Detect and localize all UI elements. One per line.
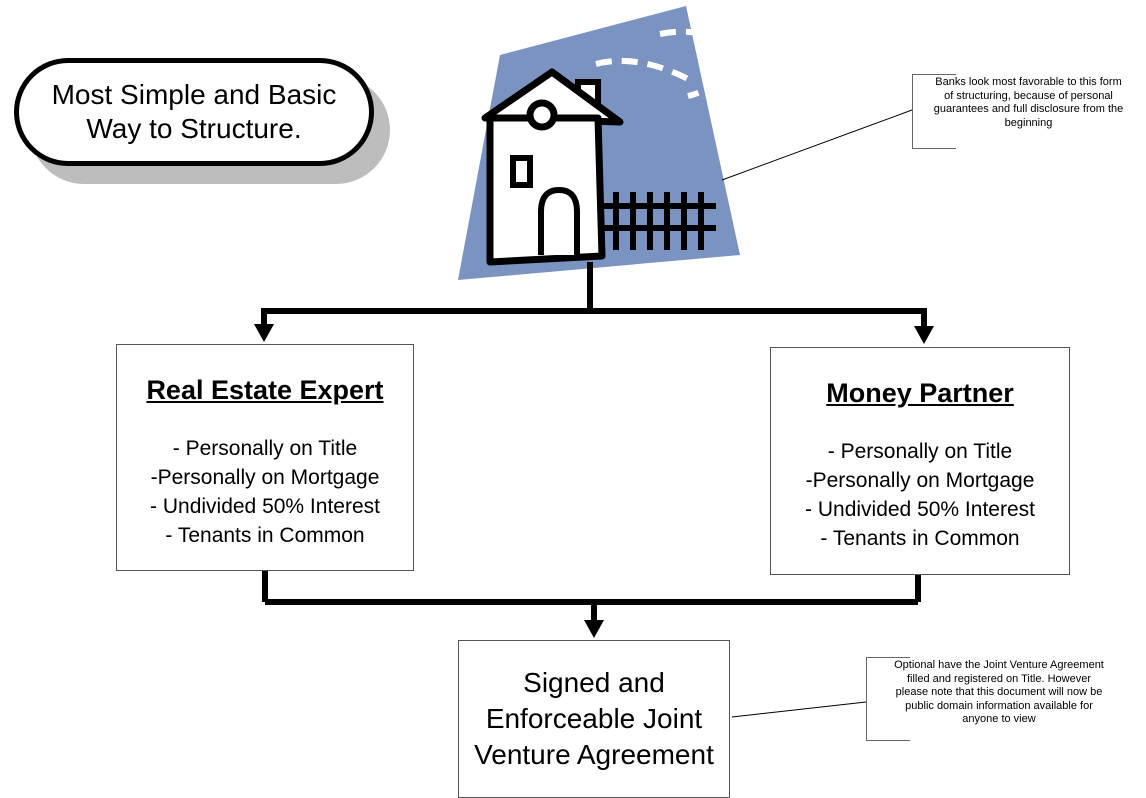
optional-note-bracket — [866, 657, 910, 741]
expert-item-tenants: - Tenants in Common — [165, 524, 365, 547]
expert-item-title: - Personally on Title — [172, 437, 358, 460]
house-icon — [458, 6, 740, 280]
agreement-line-2: Enforceable Joint — [485, 703, 703, 734]
money-item-title: - Personally on Title — [827, 440, 1013, 463]
bank-note: Banks look most favorable to this form o… — [913, 76, 1144, 148]
optional-note-line-5: anyone to view — [962, 713, 1036, 725]
top-connector — [261, 262, 927, 326]
expert-item-mortgage: -Personally on Mortgage — [150, 466, 380, 489]
title-line-2: Way to Structure. — [86, 113, 302, 144]
arrow-to-expert — [254, 324, 274, 342]
bank-note-leader — [721, 109, 913, 181]
bank-note-line-3: guarantees and full disclosure from the — [933, 103, 1124, 115]
expert-item-interest: - Undivided 50% Interest — [150, 495, 380, 518]
joint-venture-agreement-box: Signed and Enforceable Joint Venture Agr… — [458, 640, 730, 798]
bank-note-bracket — [912, 74, 956, 149]
bank-note-line-1: Banks look most favorable to this form — [935, 76, 1122, 88]
money-item-interest: - Undivided 50% Interest — [805, 498, 1035, 521]
bottom-connector — [262, 569, 921, 622]
optional-note-line-3: please note that this document will now … — [895, 686, 1103, 698]
optional-note: Optional have the Joint Venture Agreemen… — [867, 659, 1131, 739]
money-heading: Money Partner — [826, 378, 1014, 408]
real-estate-expert-box: Real Estate Expert - Personally on Title… — [116, 344, 414, 571]
optional-note-leader — [731, 701, 867, 718]
expert-heading: Real Estate Expert — [146, 375, 384, 405]
optional-note-line-1: Optional have the Joint Venture Agreemen… — [894, 659, 1104, 671]
bank-note-line-4: beginning — [1004, 116, 1053, 129]
optional-note-line-4: public domain information available for — [905, 699, 1093, 712]
money-item-tenants: - Tenants in Common — [820, 527, 1020, 550]
arrow-to-money — [914, 326, 934, 344]
arrow-to-agreement — [584, 620, 604, 638]
optional-note-line-2: filled and registered on Title. However — [906, 672, 1092, 685]
money-partner-box: Money Partner - Personally on Title -Per… — [770, 347, 1070, 575]
bank-note-line-2: of structuring, because of personal — [944, 89, 1113, 102]
title-callout: Most Simple and Basic Way to Structure. — [14, 58, 374, 166]
title-line-1: Most Simple and Basic — [51, 79, 337, 110]
agreement-line-3: Venture Agreement — [474, 739, 714, 770]
money-item-mortgage: -Personally on Mortgage — [805, 469, 1035, 492]
agreement-line-1: Signed and — [523, 667, 665, 698]
